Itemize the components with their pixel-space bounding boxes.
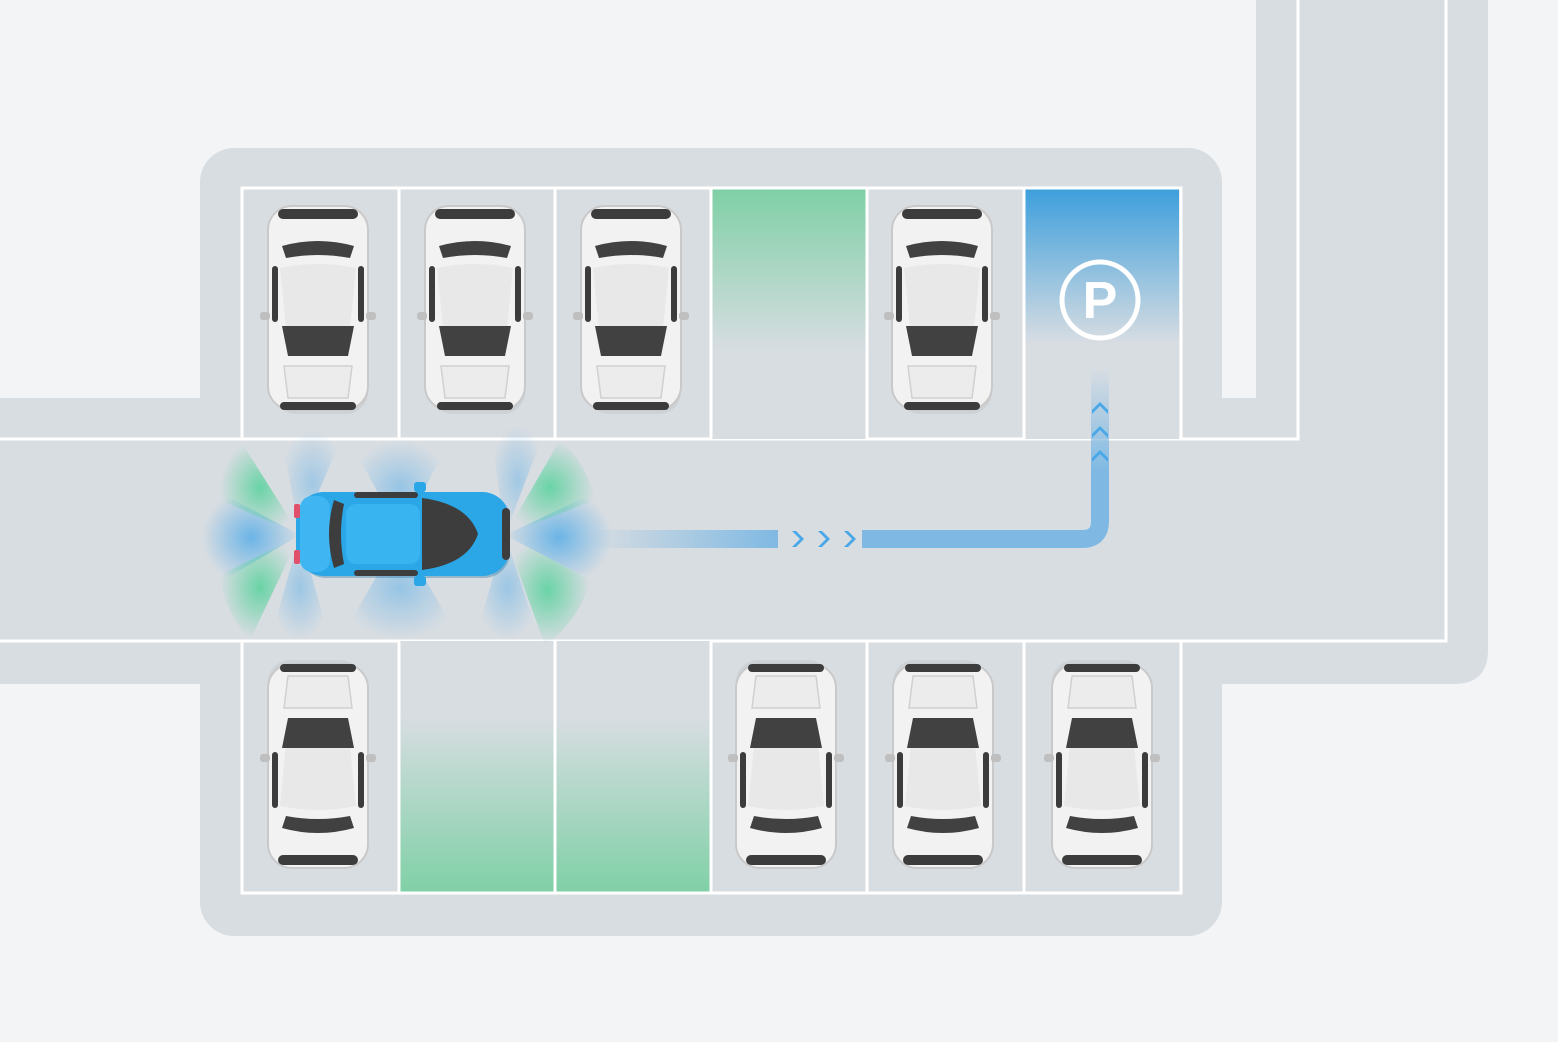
parked-car xyxy=(259,659,377,869)
planned-path xyxy=(590,368,1109,548)
parking-spaces xyxy=(399,189,1179,893)
parking-sign-label: P xyxy=(1083,272,1118,330)
parking-sign-icon: P xyxy=(1059,259,1141,341)
parked-car xyxy=(1043,659,1161,869)
parked-car xyxy=(416,205,534,415)
space-dividers xyxy=(240,186,1183,895)
free-space-bottom-2 xyxy=(555,641,710,893)
free-space-bottom-1 xyxy=(399,641,554,893)
parked-car xyxy=(259,205,377,415)
free-space-top xyxy=(711,189,866,439)
parked-car xyxy=(727,659,845,869)
parked-car xyxy=(572,205,690,415)
parked-car xyxy=(883,205,1001,415)
ego-car xyxy=(294,482,510,586)
parked-car xyxy=(884,659,1002,869)
